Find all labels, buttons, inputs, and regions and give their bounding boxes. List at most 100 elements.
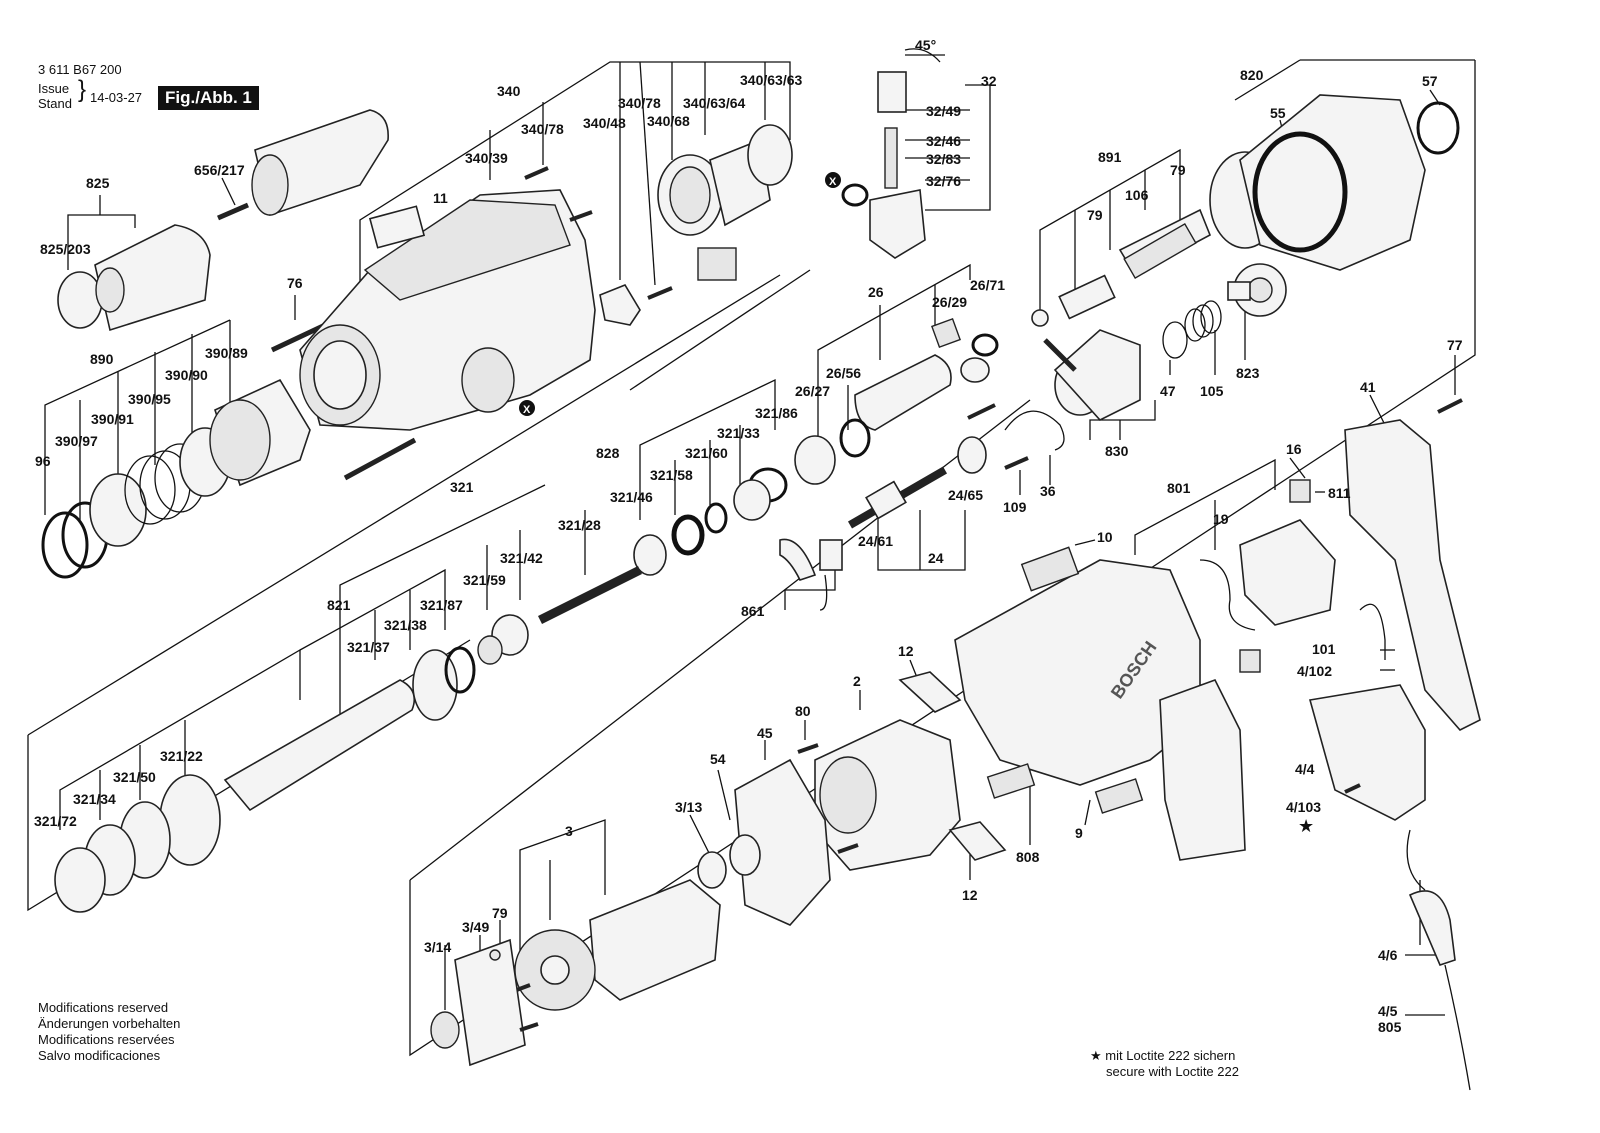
switch-lever-icon xyxy=(779,538,843,611)
spring-set-icon xyxy=(41,378,311,579)
figure-badge: Fig./Abb. 1 xyxy=(158,86,259,110)
callout-label: 823 xyxy=(1236,365,1260,381)
callout-label: 801 xyxy=(1167,480,1191,496)
callout-label: 340/63/64 xyxy=(683,95,745,111)
callout-label: 321/33 xyxy=(717,425,760,441)
callout-label: 12 xyxy=(898,643,914,659)
frame-housing xyxy=(359,61,791,300)
callout-label: 340/68 xyxy=(647,113,690,129)
callout-label: 828 xyxy=(596,445,620,461)
star-icon: ★ xyxy=(1298,816,1315,836)
callout-label: 32/83 xyxy=(926,151,961,167)
callout-label: 55 xyxy=(1270,105,1286,121)
note-line: Salvo modificaciones xyxy=(38,1048,161,1063)
callout-label: 340/63/63 xyxy=(740,72,802,88)
callout-label: 96 xyxy=(35,453,51,469)
issue-label: Issue xyxy=(38,81,70,96)
callout-label: 24 xyxy=(928,550,944,566)
brace-glyph: } xyxy=(78,76,87,103)
callout-label: 3 xyxy=(565,823,573,839)
brush-selector-icon xyxy=(841,71,926,259)
callout-label: 820 xyxy=(1240,67,1264,83)
callout-label: 825 xyxy=(86,175,110,191)
callout-label: 109 xyxy=(1003,499,1027,515)
stator-icon xyxy=(797,719,961,871)
spindle-icon xyxy=(54,646,476,913)
note-line: Modifications reserved xyxy=(38,1000,169,1015)
callout-label: 321/34 xyxy=(73,791,116,807)
callout-label: 26/71 xyxy=(970,277,1005,293)
bearing-plate-icon xyxy=(430,938,539,1067)
callout-label: 321/60 xyxy=(685,445,728,461)
frame-line xyxy=(629,269,811,391)
issue-date: 14-03-27 xyxy=(90,90,143,105)
callout-label: 9 xyxy=(1075,825,1083,841)
callout-label: 321/37 xyxy=(347,639,390,655)
callout-label: 77 xyxy=(1447,337,1463,353)
callout-label: 80 xyxy=(795,703,811,719)
callout-label: 57 xyxy=(1422,73,1438,89)
callout-label: 390/89 xyxy=(205,345,248,361)
callout-label: 321/28 xyxy=(558,517,601,533)
callout-label: 340/48 xyxy=(583,115,626,131)
svg-text:X: X xyxy=(829,176,837,188)
screw-icon xyxy=(217,202,249,221)
callout-label: 821 xyxy=(327,597,351,613)
piston-icon xyxy=(839,318,999,458)
callout-label: 321/59 xyxy=(463,572,506,588)
callout-label: 390/95 xyxy=(128,391,171,407)
callout-label: 12 xyxy=(962,887,978,903)
callout-label: 390/91 xyxy=(91,411,134,427)
callout-label: 105 xyxy=(1200,383,1224,399)
callout-label: 340/39 xyxy=(465,150,508,166)
callout-label: 4/5 xyxy=(1378,1003,1398,1019)
callout-label: 891 xyxy=(1098,149,1122,165)
callout-label: 36 xyxy=(1040,483,1056,499)
callout-label: 26/27 xyxy=(795,383,830,399)
callout-label: 47 xyxy=(1160,383,1176,399)
callout-label: 890 xyxy=(90,351,114,367)
x-marker-icon: X xyxy=(825,172,841,188)
switch-icon xyxy=(1308,684,1426,821)
callout-label: 79 xyxy=(1170,162,1186,178)
gear-icon xyxy=(1227,263,1287,317)
power-cord-icon xyxy=(1406,829,1471,1091)
bracket-icon xyxy=(948,821,1007,861)
intermediate-flange-icon xyxy=(1209,94,1460,271)
callout-label: 3/49 xyxy=(462,919,489,935)
screw-icon xyxy=(569,210,593,222)
doc-number: 3 611 B67 200 xyxy=(38,62,122,77)
callout-labels: 340 340/78 340/78 340/63/63 340/63/64 34… xyxy=(34,37,1463,1035)
stand-label: Stand xyxy=(38,96,72,111)
brush-holder-icon xyxy=(1199,479,1386,673)
wobble-bearing-icon xyxy=(1043,329,1141,421)
callout-label: 390/90 xyxy=(165,367,208,383)
screw-icon xyxy=(647,286,673,300)
callout-label: 321/42 xyxy=(500,550,543,566)
callout-label: 321/87 xyxy=(420,597,463,613)
parts: BOSCH xyxy=(41,71,1481,1091)
callout-label: 24/65 xyxy=(948,487,983,503)
modification-notes: Modifications reserved Änderungen vorbeh… xyxy=(38,1000,180,1064)
loctite-line-2: secure with Loctite 222 xyxy=(1106,1064,1239,1079)
callout-label: 321 xyxy=(450,479,474,495)
callout-label: 825/203 xyxy=(40,241,91,257)
callout-label: 2 xyxy=(853,673,861,689)
sleeve-set-icon xyxy=(657,124,793,281)
chuck-icon xyxy=(57,224,211,332)
callout-label: 340/78 xyxy=(521,121,564,137)
callout-label: 24/61 xyxy=(858,533,893,549)
loctite-line-1: ★ mit Loctite 222 sichern xyxy=(1090,1048,1236,1063)
callout-label: 811 xyxy=(1328,485,1351,501)
handle-icon xyxy=(1344,398,1481,731)
callout-label: 45 xyxy=(757,725,773,741)
callout-label: 26/29 xyxy=(932,294,967,310)
callout-label: 321/72 xyxy=(34,813,77,829)
callout-label: 321/22 xyxy=(160,748,203,764)
star-icon: ★ xyxy=(1090,1048,1102,1063)
loctite-note: ★ mit Loctite 222 sichern secure with Lo… xyxy=(1090,1048,1239,1080)
callout-label: 32 xyxy=(981,73,997,89)
callout-label: 830 xyxy=(1105,443,1129,459)
